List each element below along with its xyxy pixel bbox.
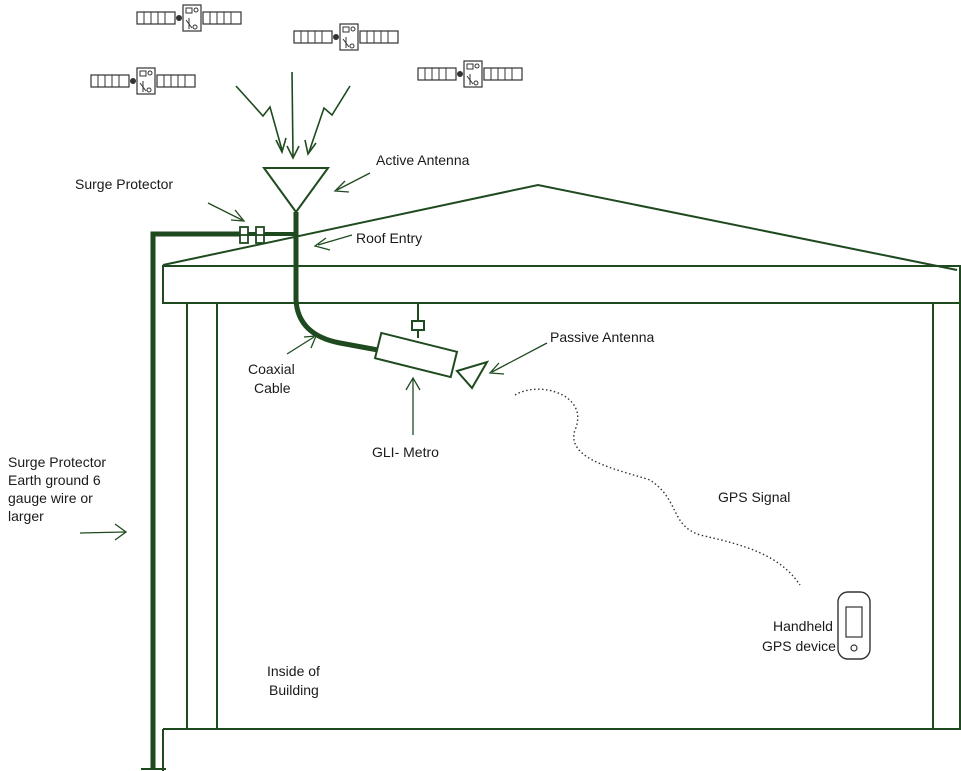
gps-device-icon (837, 591, 871, 660)
arrow-active-antenna (336, 172, 371, 191)
satellite-icon (417, 60, 523, 88)
label-gps-signal: GPS Signal (718, 489, 790, 505)
label-surge-protector: Surge Protector (75, 176, 173, 192)
gps-signal-path (514, 388, 801, 586)
label-roof-entry: Roof Entry (356, 230, 422, 246)
gli-metro-mount (411, 303, 425, 338)
satellite-signal-arrows (235, 71, 351, 160)
label-active-antenna: Active Antenna (376, 152, 470, 168)
arrow-coaxial-cable (286, 336, 315, 355)
ground-wire (150, 231, 240, 768)
satellite-icon (293, 23, 399, 51)
arrow-surge-ground (79, 531, 126, 534)
right-wall (932, 302, 961, 730)
antenna-icon (455, 360, 490, 390)
roof-beam (162, 265, 961, 304)
arrow-roof-entry (317, 234, 353, 246)
surge-protector (239, 226, 295, 244)
label-coaxial-cable: Coaxial Cable (248, 361, 299, 396)
roof-gable (162, 183, 958, 271)
label-inside-building: Inside of Building (267, 663, 324, 698)
label-passive-antenna: Passive Antenna (550, 329, 655, 345)
gli-metro-unit (373, 331, 459, 379)
label-surge-ground: Surge Protector Earth ground 6 gauge wir… (8, 454, 110, 524)
left-wall (186, 302, 218, 730)
coaxial-cable (293, 212, 379, 353)
satellite-icon (136, 4, 242, 32)
callout-arrows (79, 172, 548, 541)
satellite-icon (90, 67, 196, 95)
label-gli-metro: GLI- Metro (372, 444, 439, 460)
arrow-passive-antenna (491, 342, 548, 373)
arrow-surge-protector (207, 202, 243, 221)
label-handheld-device: Handheld GPS device (762, 618, 837, 654)
antenna-icon (262, 167, 330, 214)
building (162, 183, 961, 771)
